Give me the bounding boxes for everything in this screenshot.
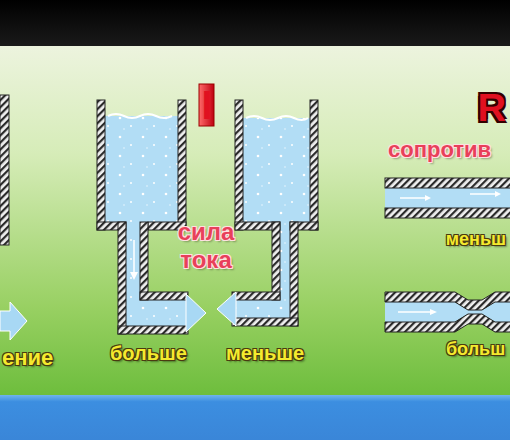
cut-caption: ение <box>2 346 53 370</box>
current-caption: сила тока <box>163 218 249 273</box>
less-caption: меньше <box>226 342 304 364</box>
resistance-caption: сопротив <box>388 138 491 162</box>
resistance-symbol: R <box>477 86 506 129</box>
more-caption: больш <box>446 340 505 360</box>
current-symbol: I <box>201 83 212 127</box>
less-caption: меньш <box>446 230 506 250</box>
more-caption: больше <box>110 342 187 364</box>
